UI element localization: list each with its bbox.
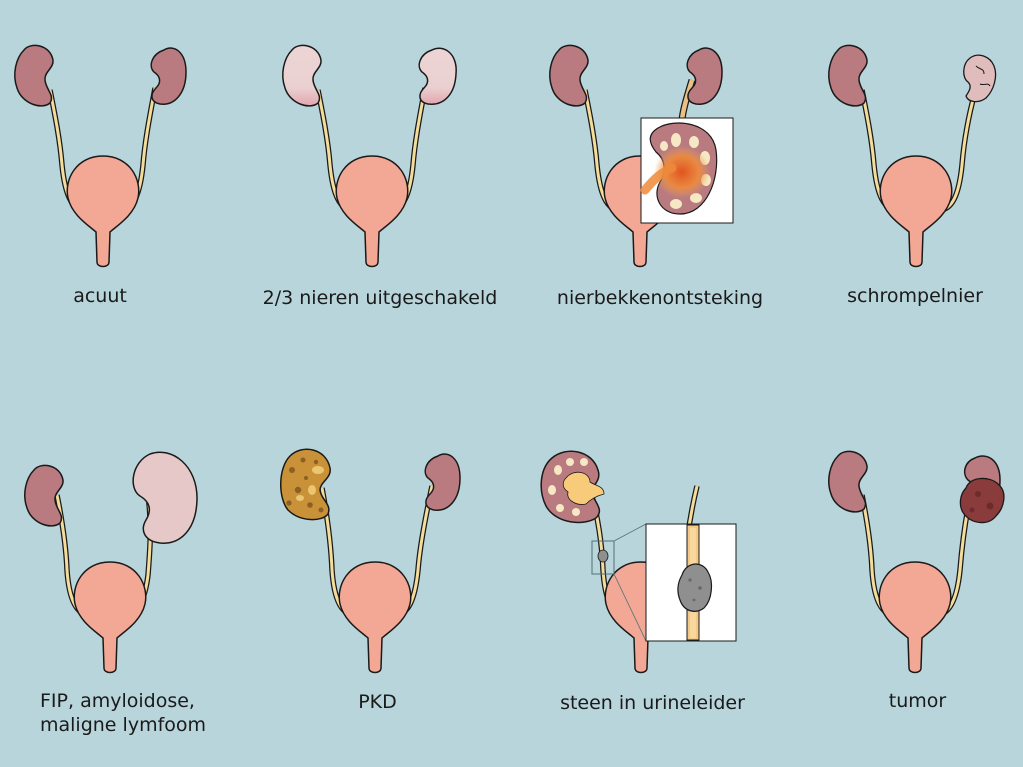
caption-nierbekkenontsteking: nierbekkenontsteking — [556, 287, 764, 309]
enlarged-kidney — [132, 451, 198, 544]
caption-fip-line-2: maligne lymfoom — [40, 714, 207, 736]
caption-pkd: PKD — [358, 691, 397, 713]
kidney-right — [686, 47, 723, 105]
caption-fip-line-1: FIP, amyloidose, — [40, 690, 195, 712]
caption-steen: steen in urineleider — [560, 692, 745, 714]
kidney-right — [424, 453, 461, 511]
polycystic-kidney — [280, 448, 331, 521]
inset-kidney-inflammation — [640, 117, 734, 224]
panel-schrompelnier — [828, 44, 997, 268]
panel-acuut — [14, 44, 187, 268]
kidney-left-pale — [282, 44, 322, 107]
bladder — [335, 155, 409, 268]
kidney-left — [549, 44, 589, 107]
bladder — [338, 561, 412, 674]
caption-2-3-nieren: 2/3 nieren uitgeschakeld — [262, 287, 498, 309]
kidney-left — [24, 464, 64, 527]
bladder — [73, 561, 147, 674]
bladder — [878, 561, 952, 674]
caption-tumor: tumor — [888, 690, 947, 712]
hydronephrotic-kidney — [540, 450, 605, 524]
bladder — [879, 155, 953, 268]
panel-tumor — [828, 450, 1005, 674]
panel-pkd — [280, 448, 461, 674]
caption-acuut: acuut — [73, 285, 127, 307]
kidney-right — [150, 47, 187, 105]
bladder — [66, 155, 140, 268]
panel-nierbekkenontsteking — [549, 44, 734, 268]
shrunken-kidney — [963, 54, 997, 103]
panel-2-3-nieren — [282, 44, 457, 268]
kidney-right-pale — [418, 47, 457, 105]
tumor-mass — [959, 477, 1005, 524]
kidney-left — [14, 44, 54, 107]
kidney-left — [828, 44, 868, 107]
kidney-left — [828, 450, 868, 513]
panel-fip — [24, 451, 198, 674]
panel-steen — [540, 450, 737, 674]
caption-schrompelnier: schrompelnier — [847, 285, 983, 307]
inset-stone — [645, 523, 737, 642]
